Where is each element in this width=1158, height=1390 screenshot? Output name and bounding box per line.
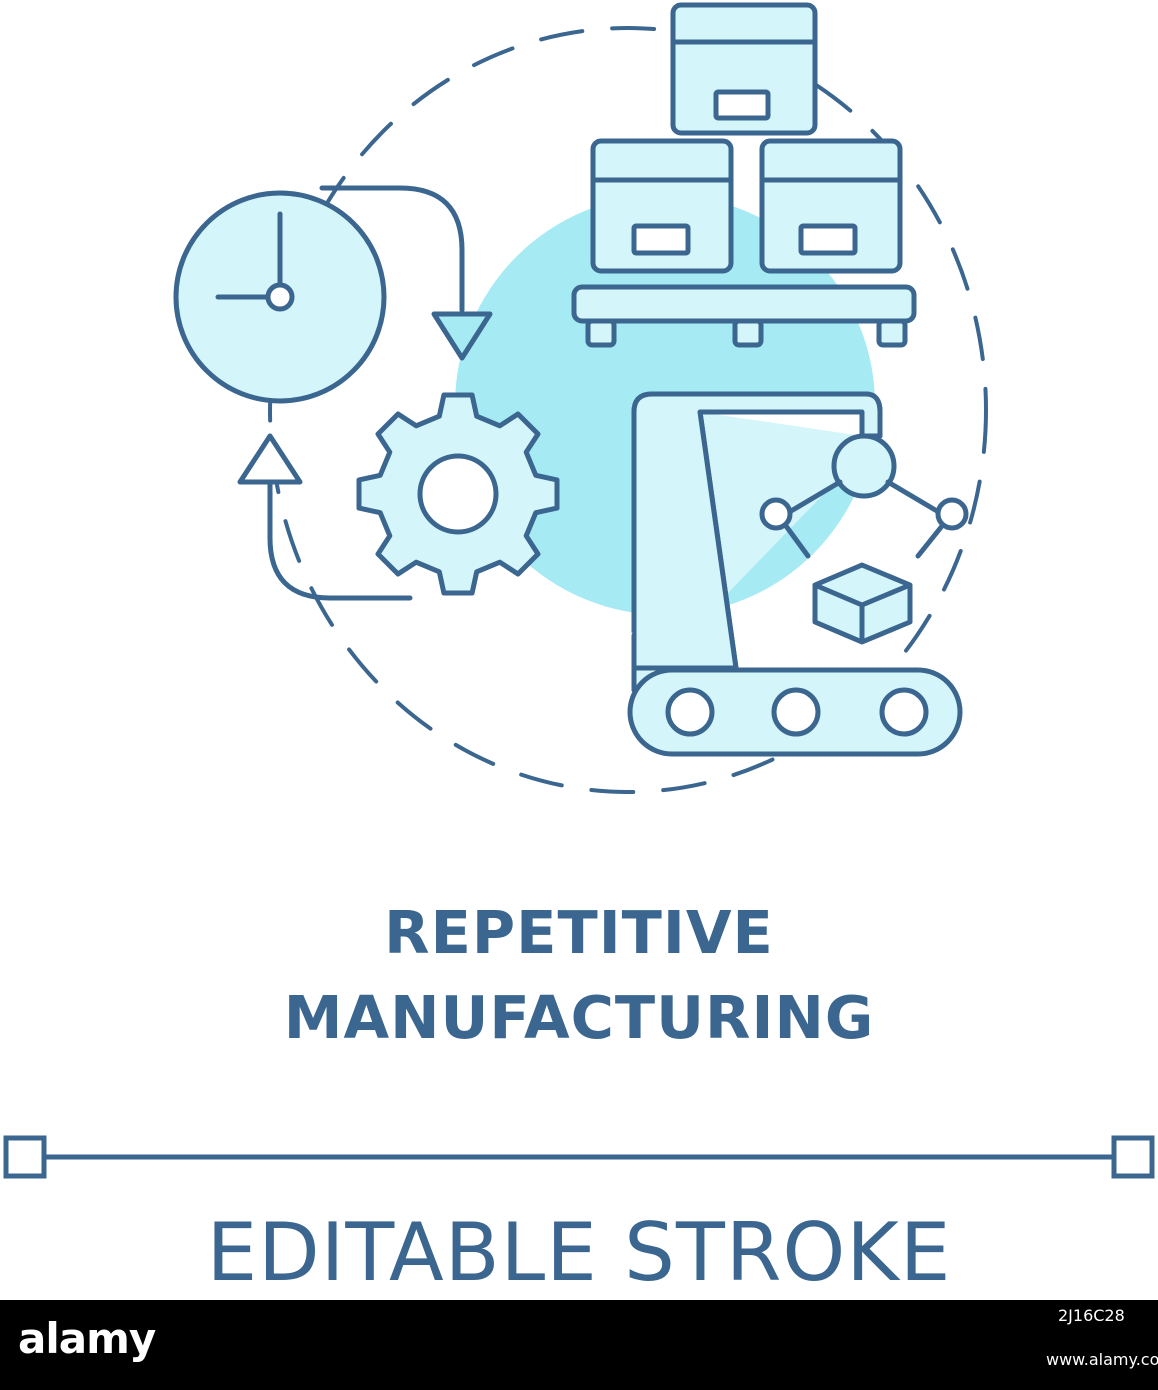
cycle-arrow-icon	[237, 185, 493, 601]
caption-title-line-2: MANUFACTURING	[283, 983, 875, 1052]
caption-title-line-1: REPETITIVE	[384, 898, 774, 967]
clock-icon	[173, 190, 387, 404]
cube-icon	[812, 562, 913, 645]
concept-illustration	[3, 2, 1155, 1179]
editable-stroke-label: EDITABLE STROKE	[206, 1206, 952, 1299]
footer-brand-logo: alamy	[18, 1314, 156, 1363]
conveyor-belt-icon	[627, 667, 963, 757]
gear-icon	[356, 392, 560, 596]
footer-image-id: 2J16C28	[1058, 1306, 1125, 1325]
robot-arm-icon	[631, 391, 969, 693]
footer-url: www.alamy.com	[1046, 1350, 1158, 1369]
footer-bar: alamy 2J16C28 www.alamy.com	[0, 1300, 1158, 1390]
boxes-stack-icon	[571, 2, 917, 348]
editable-stroke-ruler	[3, 1135, 1155, 1179]
dashed-orbit	[268, 26, 988, 794]
watermark-text: alamy	[522, 620, 633, 660]
